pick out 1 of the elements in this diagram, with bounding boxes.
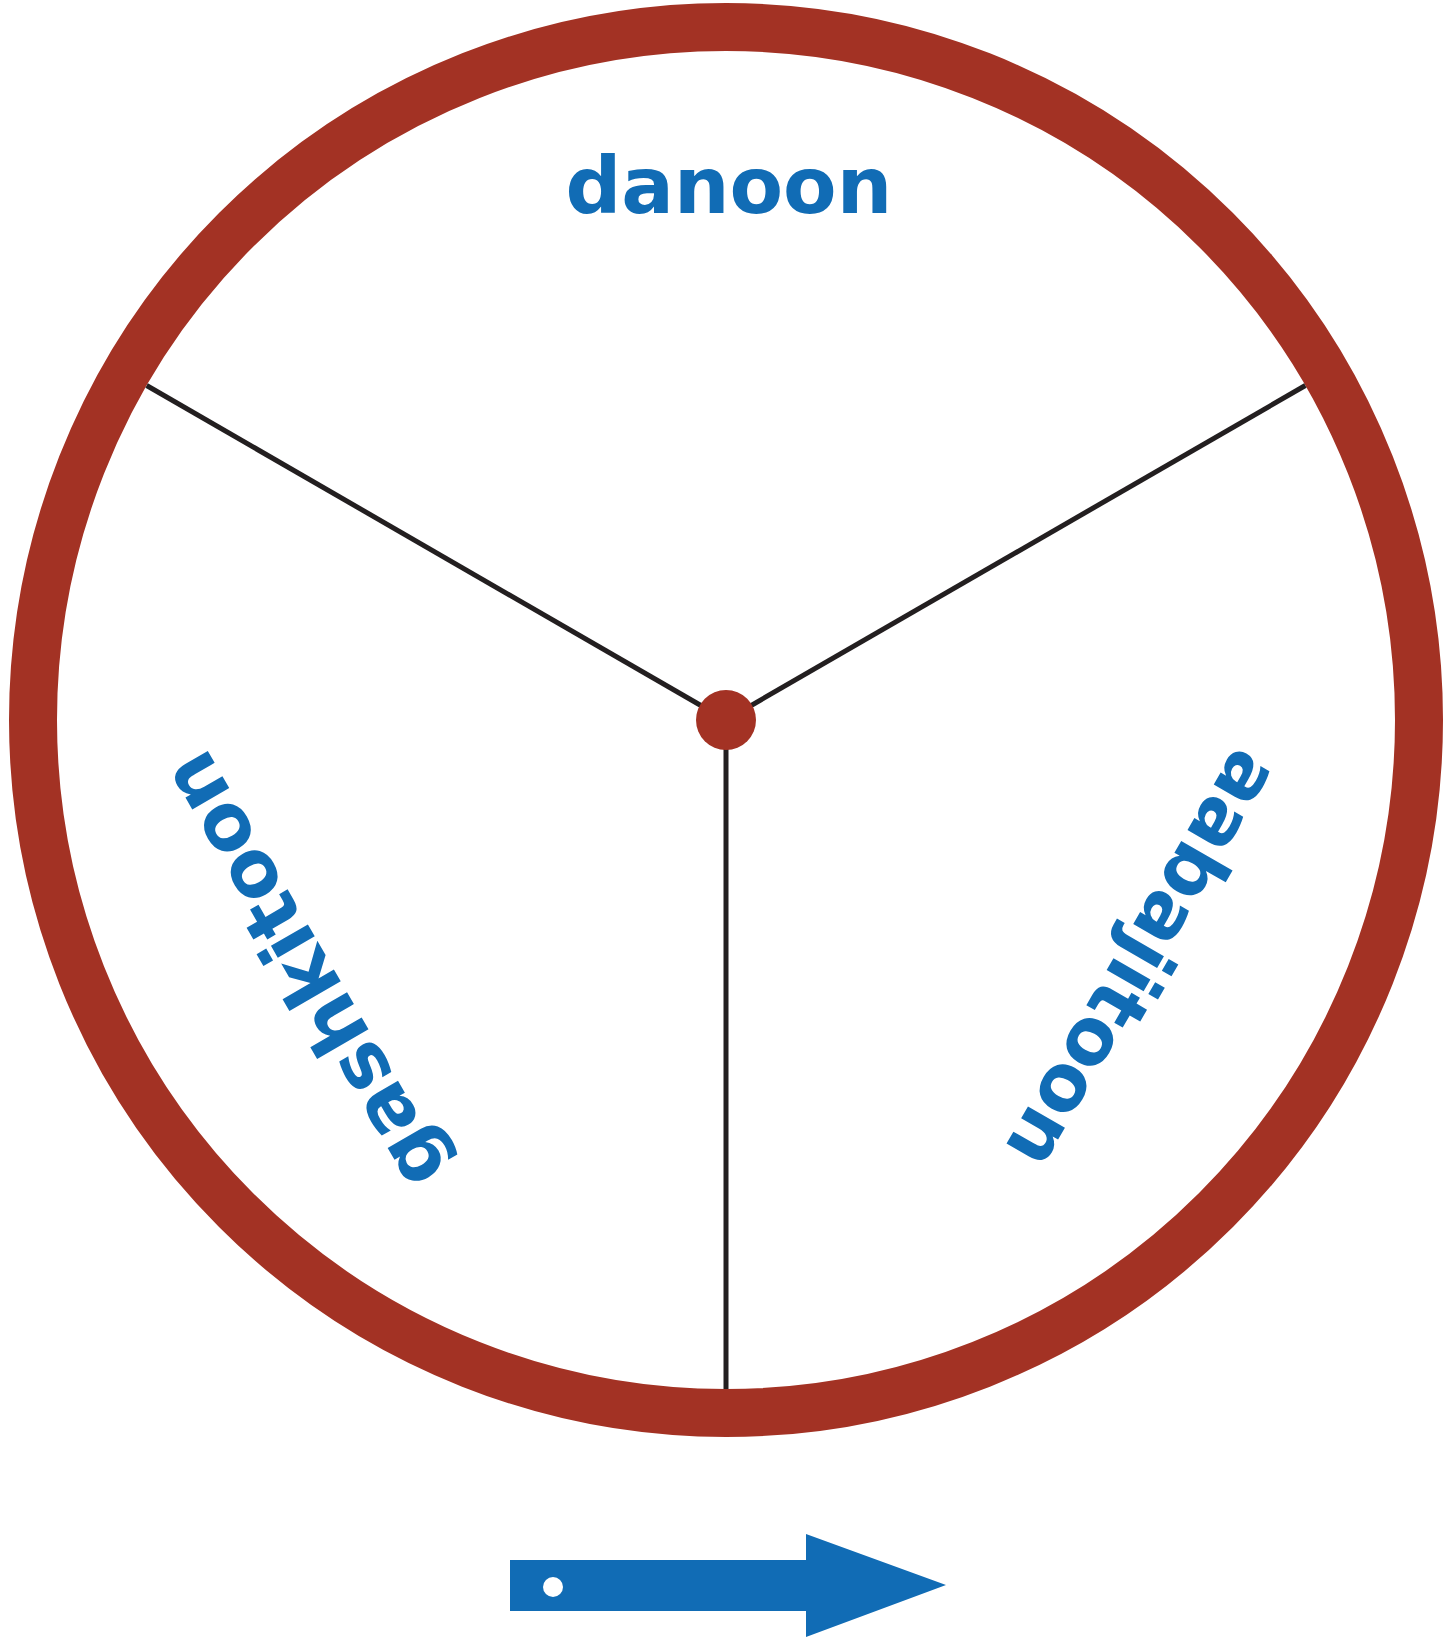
sector-label: danoon [565, 147, 893, 225]
